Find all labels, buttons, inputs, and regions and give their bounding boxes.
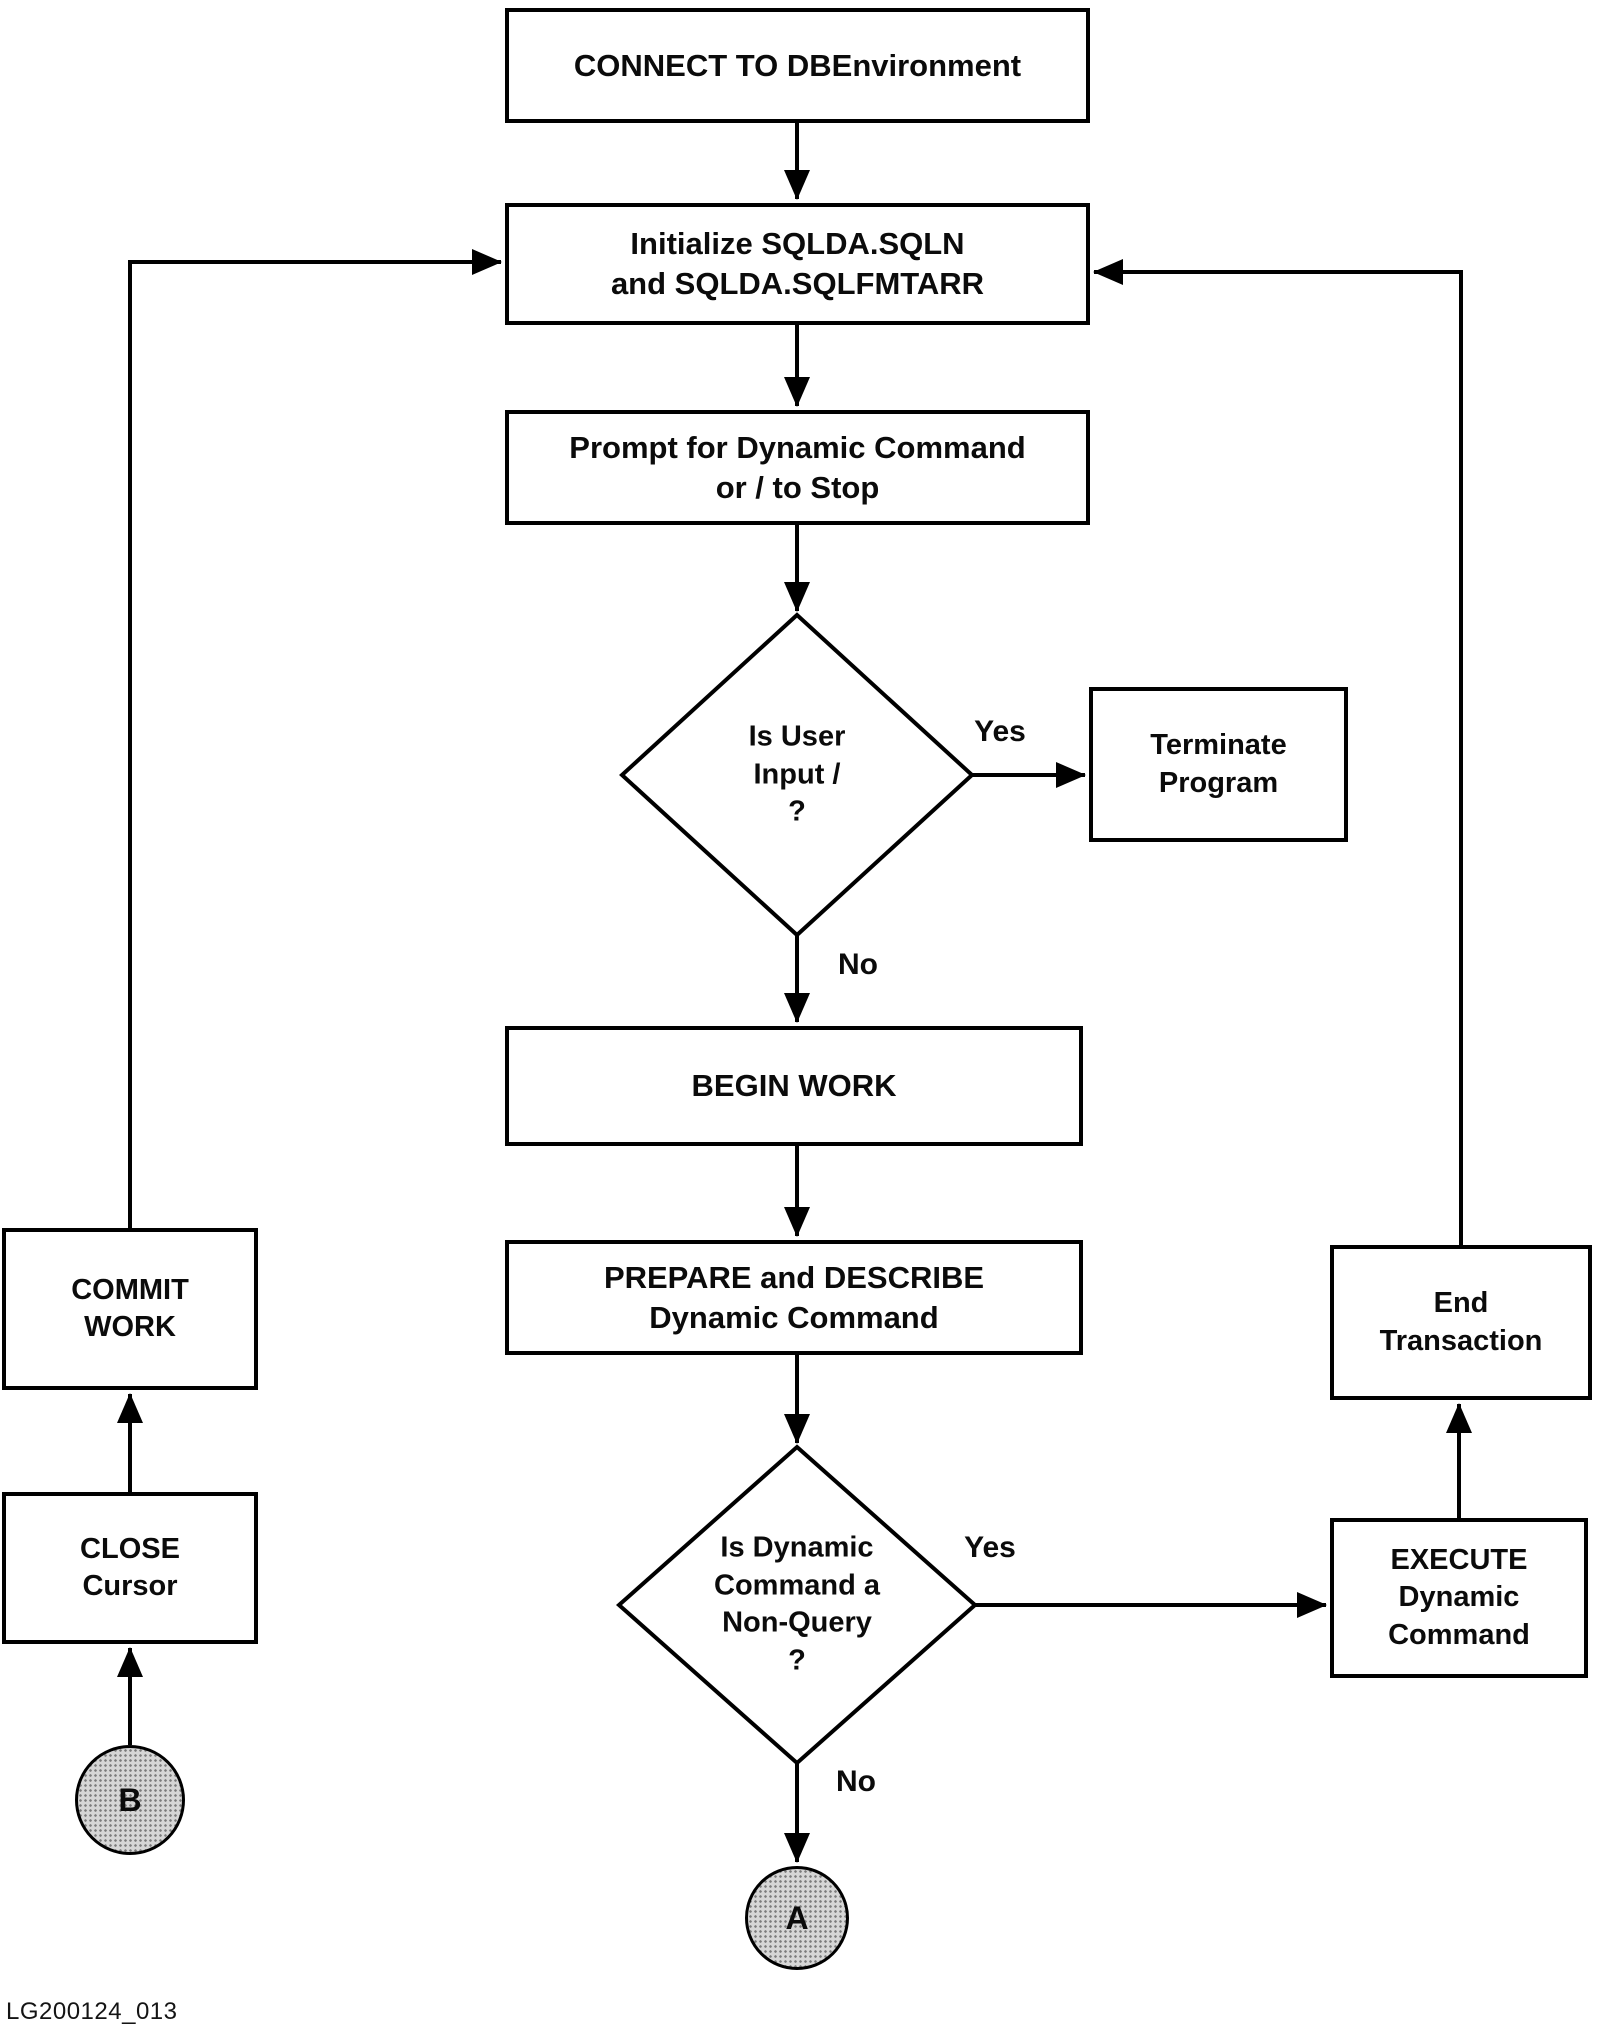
node-connect: CONNECT TO DBEnvironment (505, 8, 1090, 123)
connector-a-circle: A (745, 1866, 849, 1970)
node-prompt-label: Prompt for Dynamic Command or / to Stop (569, 429, 1026, 505)
edge-label-non-query-no: No (836, 1765, 876, 1798)
node-execute: EXECUTE Dynamic Command (1330, 1518, 1588, 1678)
node-close-cursor: CLOSE Cursor (2, 1492, 258, 1644)
figure-caption: LG200124_013 (6, 1998, 178, 2025)
node-initialize-label: Initialize SQLDA.SQLN and SQLDA.SQLFMTAR… (610, 226, 985, 301)
node-connect-label: CONNECT TO DBEnvironment (573, 47, 1022, 83)
node-prepare: PREPARE and DESCRIBE Dynamic Command (505, 1240, 1083, 1355)
node-begin-work: BEGIN WORK (505, 1026, 1083, 1146)
edge-label-non-query-yes: Yes (964, 1531, 1016, 1564)
edge-label-user-input-yes: Yes (974, 715, 1026, 748)
connector-b-circle: B (75, 1745, 185, 1855)
connector-a-label: A (785, 1899, 809, 1936)
node-end-transaction: End Transaction (1330, 1245, 1592, 1400)
connector-b-label: B (118, 1781, 142, 1818)
edge-endtransaction-to-initialize (1093, 259, 1463, 1245)
node-close-cursor-label: CLOSE Cursor (80, 1532, 180, 1602)
edge-label-user-input-no: No (838, 948, 878, 981)
node-prompt: Prompt for Dynamic Command or / to Stop (505, 410, 1090, 525)
node-prepare-label: PREPARE and DESCRIBE Dynamic Command (603, 1259, 985, 1335)
decision-non-query-label: Is Dynamic Command a Non-Query ? (714, 1531, 880, 1677)
node-initialize: Initialize SQLDA.SQLN and SQLDA.SQLFMTAR… (505, 203, 1090, 325)
node-terminate-label: Terminate Program (1150, 729, 1287, 799)
node-begin-work-label: BEGIN WORK (691, 1068, 897, 1104)
node-commit-work: COMMIT WORK (2, 1228, 258, 1390)
node-commit-work-label: COMMIT WORK (71, 1273, 189, 1343)
node-execute-label: EXECUTE Dynamic Command (1388, 1544, 1530, 1651)
node-terminate: Terminate Program (1089, 687, 1348, 842)
edge-commitwork-to-initialize (128, 249, 502, 1228)
decision-user-input-label: Is User Input / ? (748, 720, 846, 828)
node-end-transaction-label: End Transaction (1379, 1287, 1543, 1357)
